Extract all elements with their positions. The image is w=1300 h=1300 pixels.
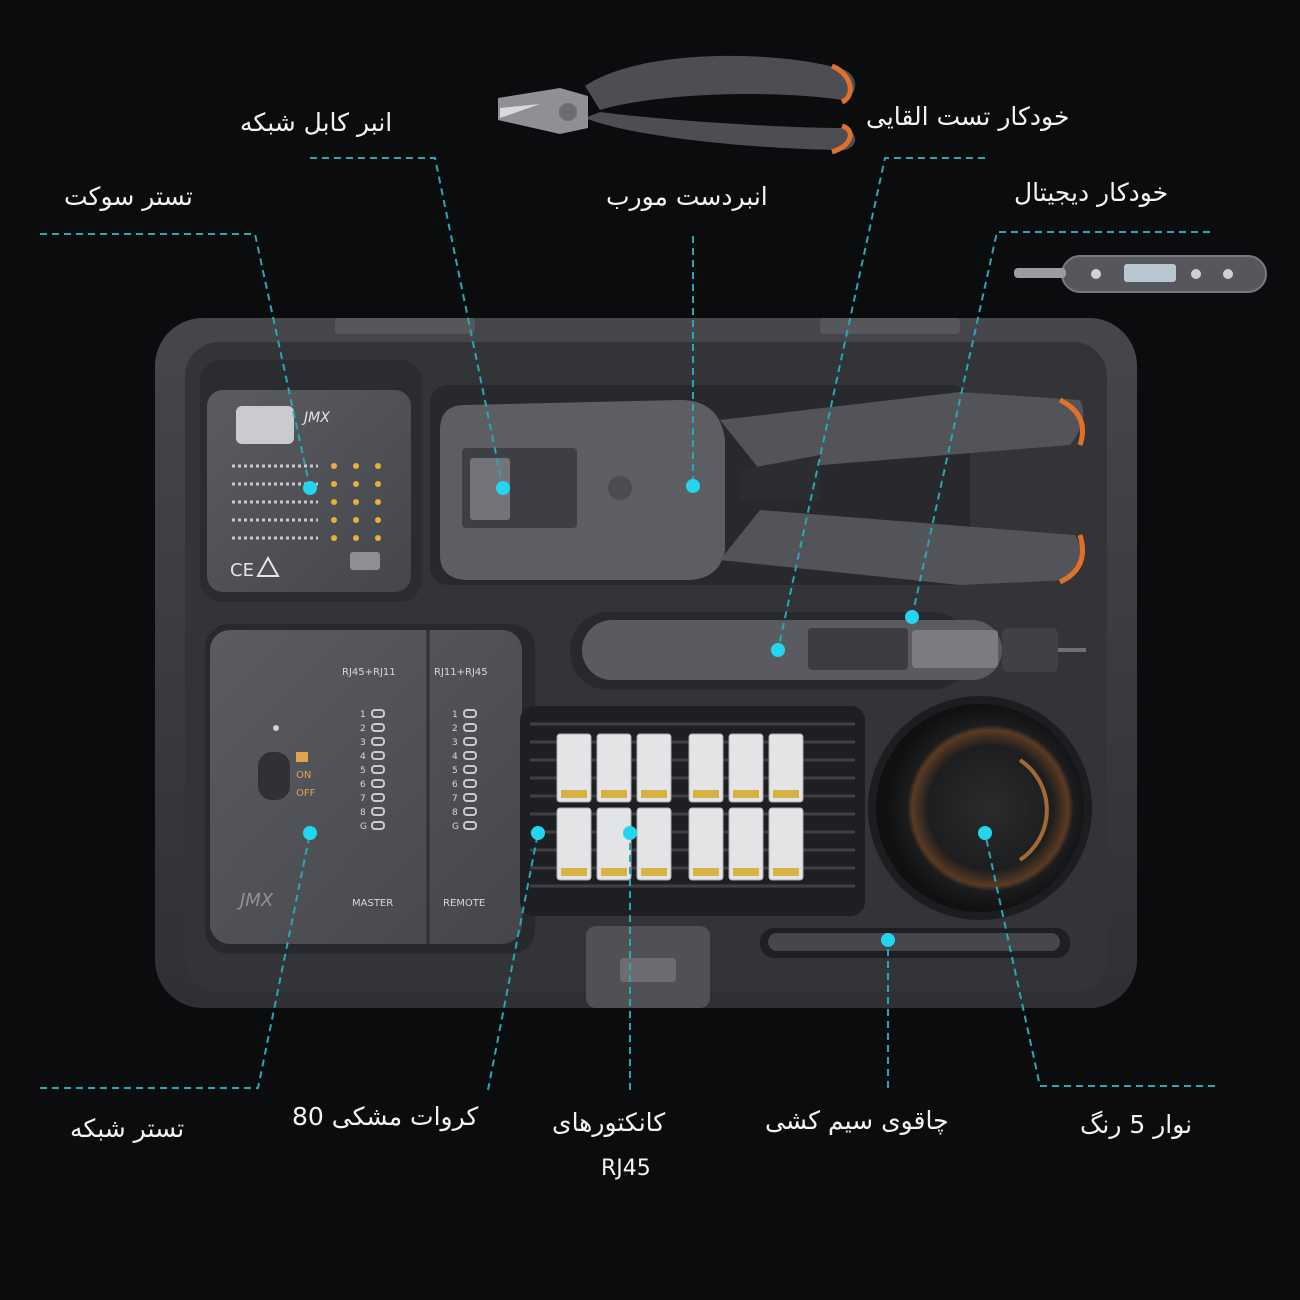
led-number: 4 bbox=[360, 752, 366, 762]
label-socket-tester: تستر سوکت bbox=[64, 182, 193, 211]
led-number: 1 bbox=[452, 710, 458, 720]
led-number: 8 bbox=[360, 808, 366, 818]
color-tape-roll bbox=[868, 696, 1092, 920]
led-number: 3 bbox=[360, 738, 366, 748]
rj45-connector-tray bbox=[520, 706, 865, 916]
label-crimper-cable: انبر کابل شبکه bbox=[240, 108, 393, 137]
led-number: 5 bbox=[452, 766, 458, 776]
master-label: MASTER bbox=[352, 898, 393, 909]
label-diagonal-pliers: انبردست مورب bbox=[606, 182, 768, 211]
ce-mark: CE bbox=[230, 560, 254, 581]
remote-label: REMOTE bbox=[443, 898, 485, 909]
led-number: 2 bbox=[360, 724, 366, 734]
label-cable-ties: کروات مشکی 80 bbox=[292, 1102, 479, 1131]
network-cable-tester bbox=[205, 624, 535, 954]
led-number: 5 bbox=[360, 766, 366, 776]
induction-test-pen bbox=[570, 612, 1086, 690]
brand-socket-tester: JMX bbox=[301, 410, 330, 426]
led-number: 2 bbox=[452, 724, 458, 734]
master-port-label: RJ45+RJ11 bbox=[342, 667, 396, 678]
crimping-tool bbox=[430, 385, 1085, 585]
led-number: 3 bbox=[452, 738, 458, 748]
diagonal-pliers bbox=[498, 55, 856, 155]
led-number: G bbox=[452, 822, 459, 832]
digital-pen bbox=[1014, 255, 1267, 293]
label-induction-pen: خودکار تست القایی bbox=[866, 102, 1070, 131]
wire-knife bbox=[760, 928, 1070, 958]
led-number: 4 bbox=[452, 752, 458, 762]
led-number: 7 bbox=[360, 794, 366, 804]
label-digital-pen: خودکار دیجیتال bbox=[1014, 178, 1169, 207]
led-number: 7 bbox=[452, 794, 458, 804]
label-wire-knife: چاقوی سیم کشی bbox=[765, 1106, 949, 1135]
label-tape: نوار 5 رنگ bbox=[1080, 1110, 1193, 1139]
remote-port-label: RJ11+RJ45 bbox=[434, 667, 488, 678]
off-label: OFF bbox=[296, 788, 316, 799]
label-rj45-code: RJ45 bbox=[601, 1156, 651, 1181]
label-network-tester: تستر شبکه bbox=[70, 1114, 185, 1143]
led-number: G bbox=[360, 822, 367, 832]
callout-dots bbox=[303, 479, 992, 947]
led-number: 6 bbox=[360, 780, 366, 790]
led-number: 6 bbox=[452, 780, 458, 790]
warning-icon bbox=[256, 555, 280, 577]
led-number: 8 bbox=[452, 808, 458, 818]
brand-network-tester: JMX bbox=[237, 890, 274, 911]
label-rj45-connectors: کانکتورهای bbox=[552, 1108, 666, 1137]
leader-lines bbox=[40, 157, 1215, 1091]
on-label: ON bbox=[296, 770, 311, 781]
led-number: 1 bbox=[360, 710, 366, 720]
